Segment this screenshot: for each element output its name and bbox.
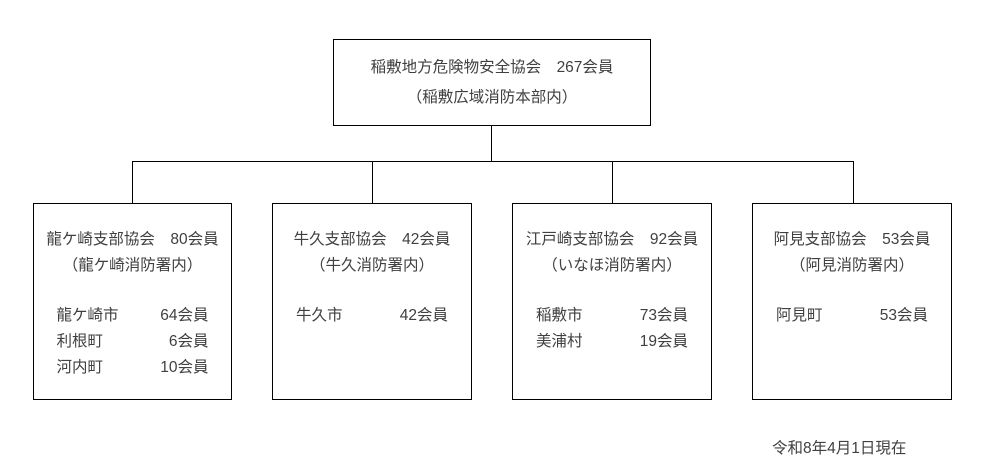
root-title: 稲敷地方危険物安全協会 267会員 bbox=[370, 59, 614, 76]
member-row: 河内町 10会員 bbox=[34, 355, 231, 381]
branch-title: 阿見支部協会 53会員 bbox=[773, 231, 931, 248]
connector-drop-branch-1 bbox=[132, 161, 133, 203]
branch-title: 龍ケ崎支部協会 80会員 bbox=[46, 231, 219, 248]
member-list: 稲敷市 73会員 美浦村 19会員 bbox=[513, 303, 711, 355]
branch-title: 牛久支部協会 42会員 bbox=[293, 231, 451, 248]
branch-box-ryugasaki: 龍ケ崎支部協会 80会員 （龍ケ崎消防署内） 龍ケ崎市 64会員 利根町 6会員… bbox=[33, 203, 232, 400]
connector-drop-branch-3 bbox=[612, 161, 613, 203]
member-row: 阿見町 53会員 bbox=[753, 303, 951, 329]
connector-horizontal-rail bbox=[132, 161, 854, 162]
member-count: 73会員 bbox=[639, 307, 688, 324]
member-list: 牛久市 42会員 bbox=[273, 303, 471, 329]
connector-drop-branch-2 bbox=[372, 161, 373, 203]
branch-box-edosaki: 江戸崎支部協会 92会員 （いなほ消防署内） 稲敷市 73会員 美浦村 19会員 bbox=[512, 203, 712, 400]
member-count: 64会員 bbox=[160, 307, 209, 324]
member-name: 稲敷市 bbox=[536, 307, 583, 324]
branch-subtitle: （牛久消防署内） bbox=[309, 257, 434, 274]
root-subtitle: （稲敷広域消防本部内） bbox=[406, 89, 578, 106]
member-count: 10会員 bbox=[160, 359, 209, 376]
member-list: 龍ケ崎市 64会員 利根町 6会員 河内町 10会員 bbox=[34, 303, 231, 381]
as-of-date: 令和8年4月1日現在 bbox=[772, 440, 907, 457]
branch-subtitle: （阿見消防署内） bbox=[789, 257, 914, 274]
member-count: 42会員 bbox=[399, 307, 448, 324]
member-name: 利根町 bbox=[56, 333, 104, 350]
branch-title: 江戸崎支部協会 92会員 bbox=[525, 231, 699, 248]
connector-root-stem bbox=[491, 126, 492, 161]
member-row: 利根町 6会員 bbox=[34, 329, 231, 355]
member-count: 19会員 bbox=[639, 333, 688, 350]
member-name: 龍ケ崎市 bbox=[56, 307, 119, 324]
member-count: 6会員 bbox=[168, 333, 209, 350]
member-count: 53会員 bbox=[879, 307, 928, 324]
branch-subtitle: （いなほ消防署内） bbox=[542, 257, 682, 274]
member-name: 美浦村 bbox=[536, 333, 583, 350]
member-name: 牛久市 bbox=[296, 307, 343, 324]
member-name: 河内町 bbox=[56, 359, 104, 376]
member-name: 阿見町 bbox=[776, 307, 823, 324]
branch-box-ami: 阿見支部協会 53会員 （阿見消防署内） 阿見町 53会員 bbox=[752, 203, 952, 400]
member-row: 稲敷市 73会員 bbox=[513, 303, 711, 329]
member-row: 美浦村 19会員 bbox=[513, 329, 711, 355]
member-row: 龍ケ崎市 64会員 bbox=[34, 303, 231, 329]
connector-drop-branch-4 bbox=[853, 161, 854, 203]
root-box: 稲敷地方危険物安全協会 267会員 （稲敷広域消防本部内） bbox=[333, 39, 651, 126]
member-row: 牛久市 42会員 bbox=[273, 303, 471, 329]
branch-box-ushiku: 牛久支部協会 42会員 （牛久消防署内） 牛久市 42会員 bbox=[272, 203, 472, 400]
member-list: 阿見町 53会員 bbox=[753, 303, 951, 329]
branch-subtitle: （龍ケ崎消防署内） bbox=[62, 257, 203, 274]
